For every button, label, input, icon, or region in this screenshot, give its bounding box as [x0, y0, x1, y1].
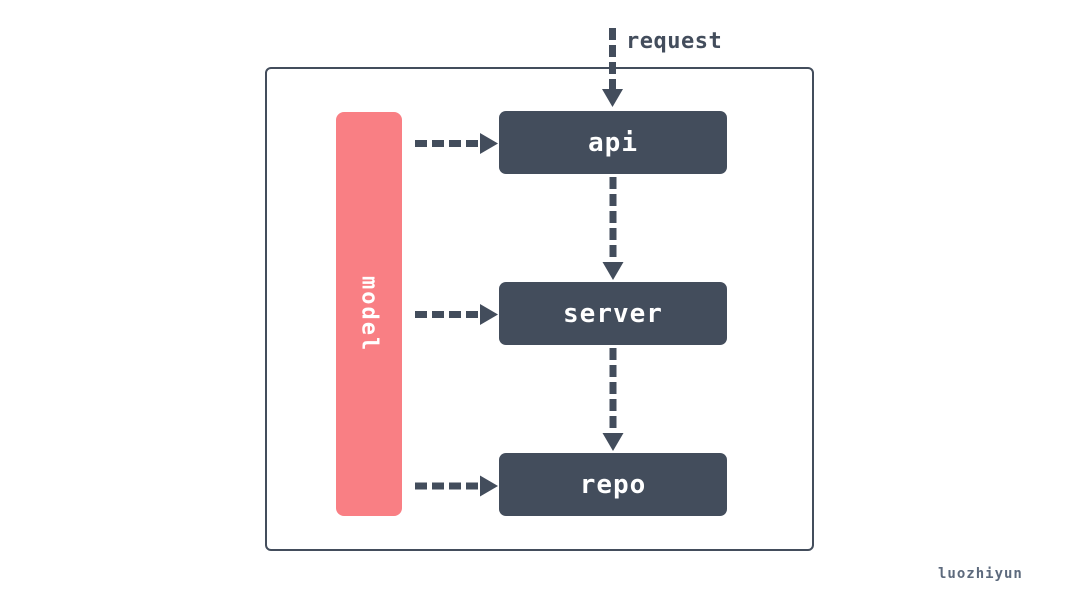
- node-repo-label: repo: [579, 469, 647, 500]
- node-api-label: api: [588, 127, 638, 158]
- watermark: luozhiyun: [938, 566, 1023, 582]
- node-api: api: [499, 111, 727, 174]
- node-server: server: [499, 282, 727, 345]
- request-label: request: [626, 29, 723, 54]
- node-server-label: server: [563, 298, 663, 329]
- outer-container: [265, 67, 814, 551]
- model-box: model: [336, 112, 402, 516]
- model-label: model: [356, 275, 382, 353]
- node-repo: repo: [499, 453, 727, 516]
